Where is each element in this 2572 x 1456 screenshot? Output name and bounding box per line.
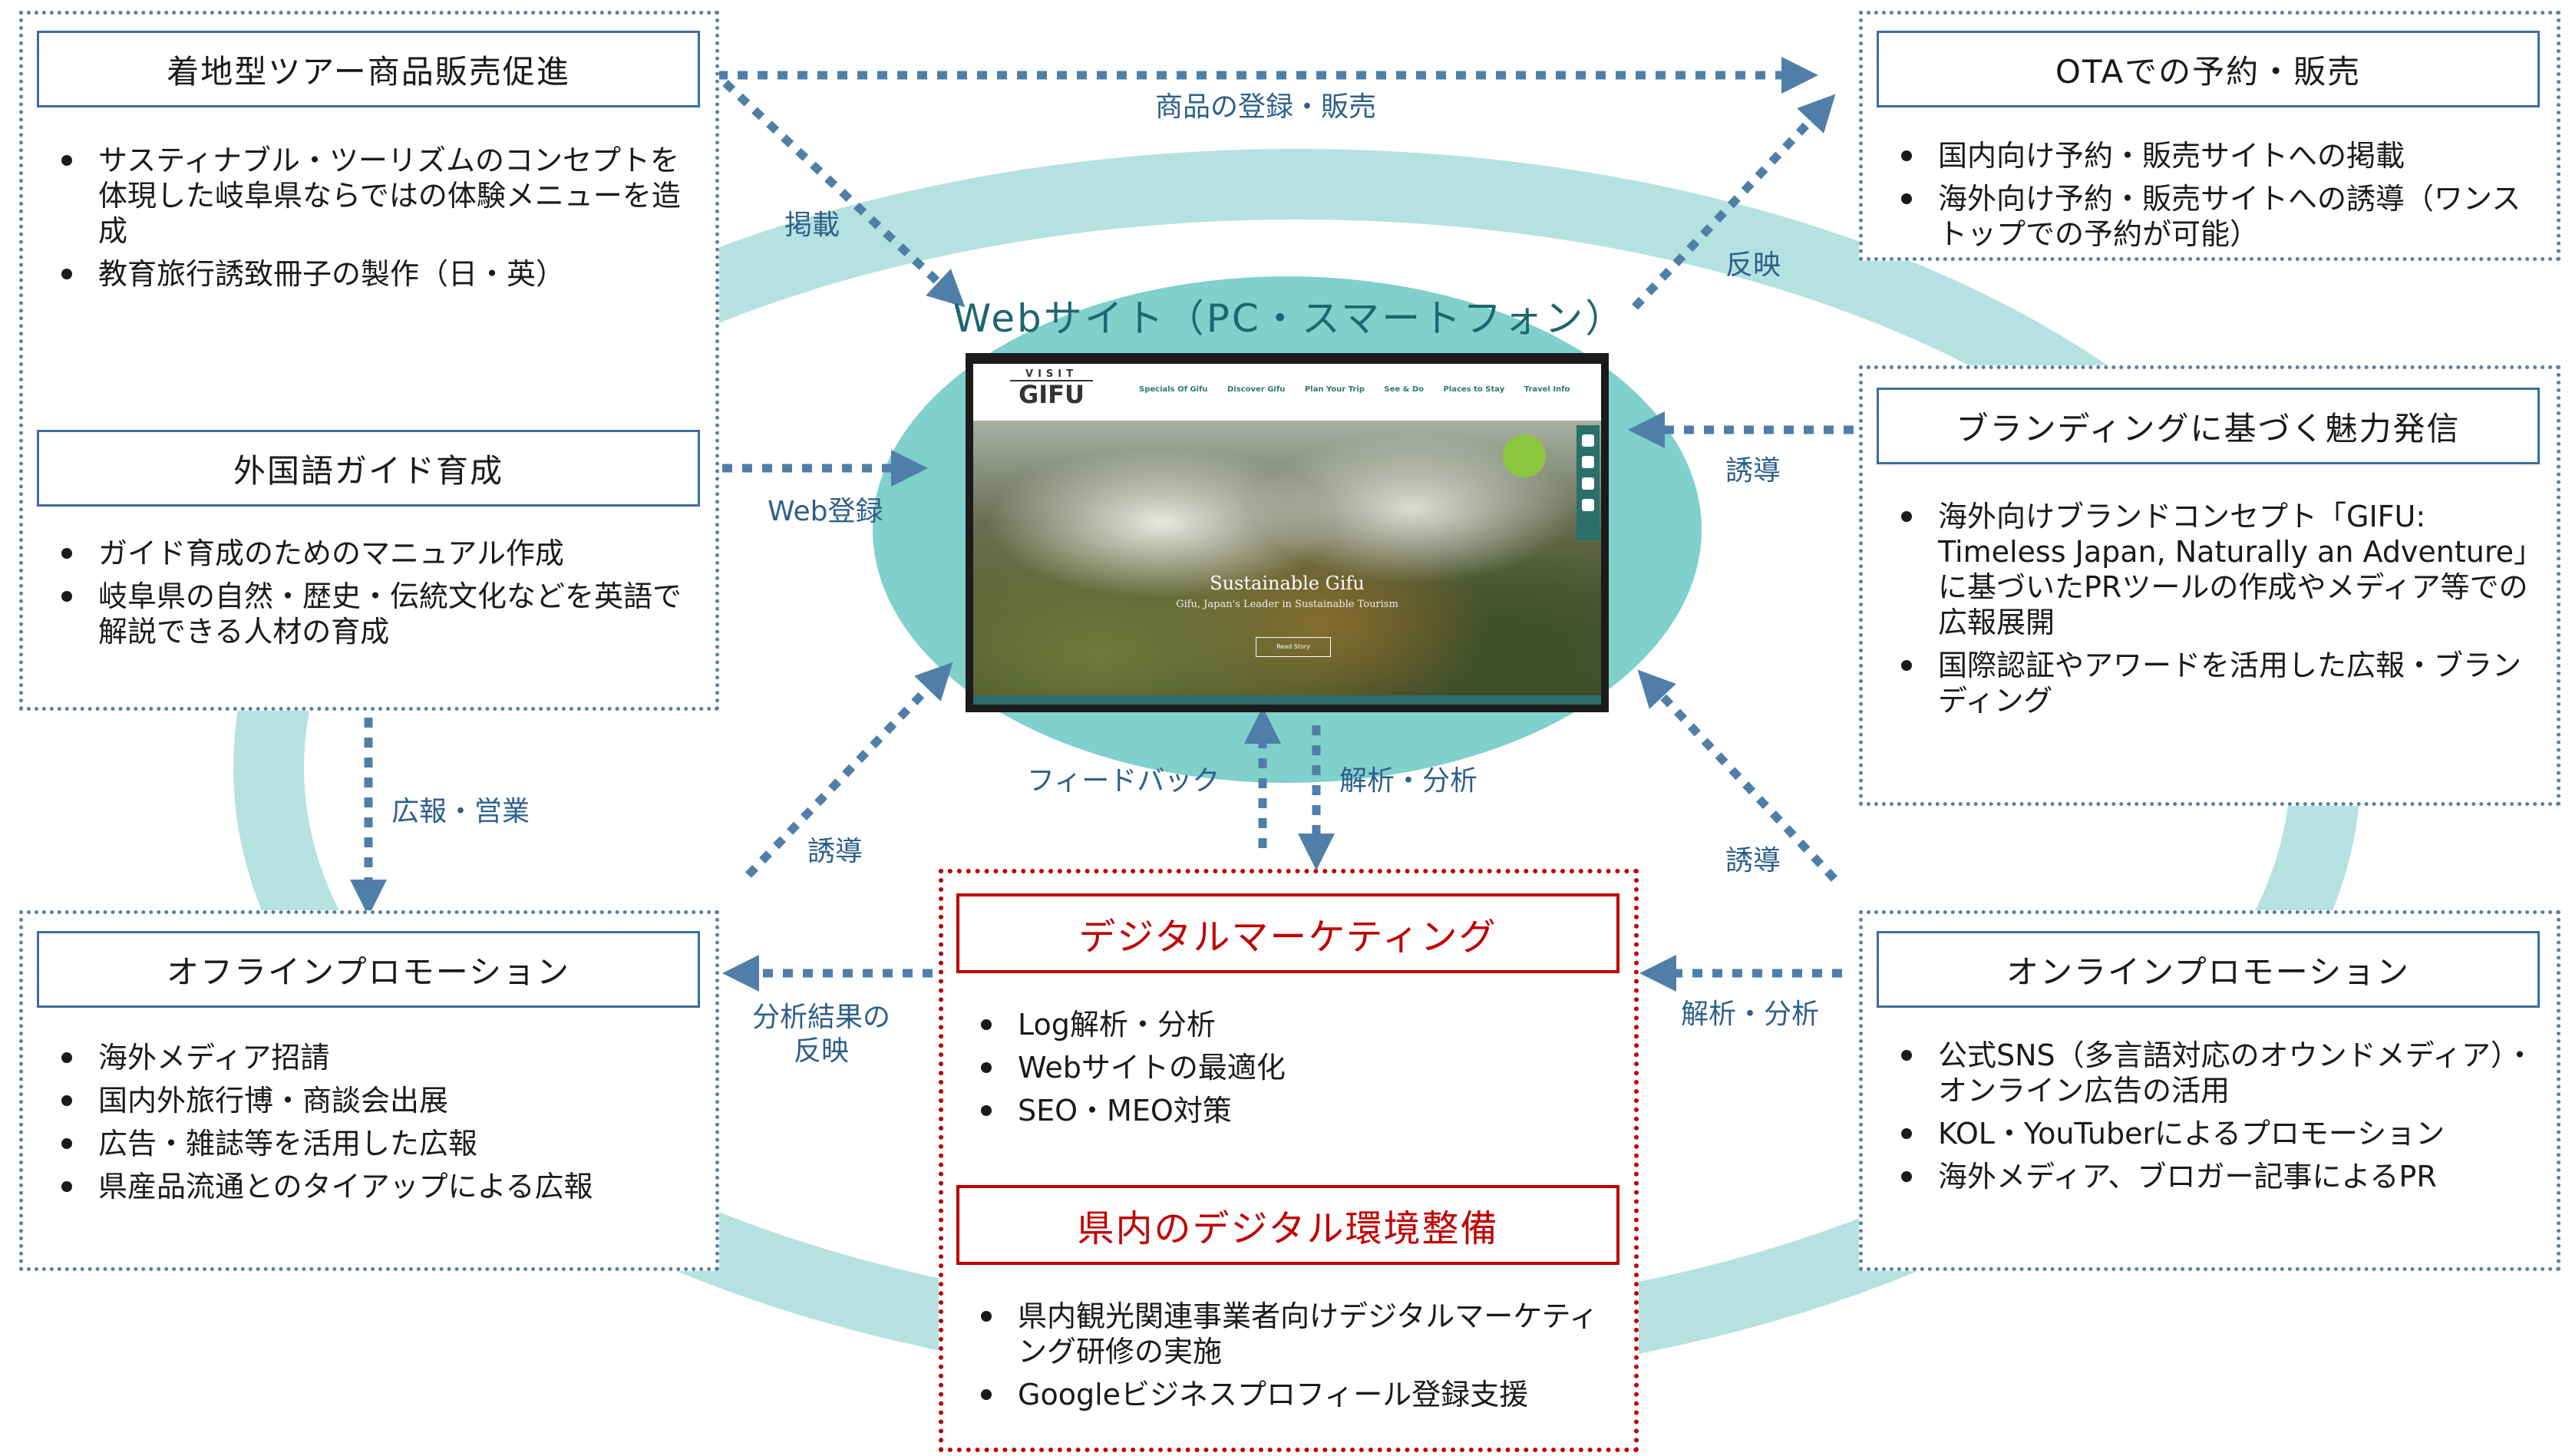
site-nav-item: Plan Your Trip — [1304, 385, 1365, 394]
label-guide-bottom-left: 誘導 — [807, 836, 863, 867]
social-icon — [1582, 434, 1594, 447]
digital-title: デジタルマーケティング — [956, 893, 1619, 973]
online-list: 公式SNS（多言語対応のオウンドメディア）・オンライン広告の活用 KOL・You… — [1877, 1038, 2540, 1202]
list-item: ガイド育成のためのマニュアル作成 — [61, 536, 700, 571]
tour-title: 着地型ツアー商品販売促進 — [37, 31, 700, 107]
list-item: 広告・雑誌等を活用した広報 — [61, 1126, 700, 1161]
site-nav-item: Discover Gifu — [1227, 385, 1286, 394]
list-item: 海外メディア、ブロガー記事によるPR — [1901, 1159, 2540, 1194]
label-analysis-center: 解析・分析 — [1339, 765, 1478, 797]
website-screenshot: VISIT GIFU Specials Of Gifu Discover Gif… — [966, 353, 1609, 712]
site-nav-item: See & Do — [1384, 385, 1425, 394]
site-hero-subtitle: Gifu, Japan's Leader in Sustainable Tour… — [1176, 599, 1398, 610]
list-item: 海外向けブランドコンセプト「GIFU: Timeless Japan, Natu… — [1901, 499, 2540, 640]
site-hero-image: Sustainable Gifu Gifu, Japan's Leader in… — [973, 421, 1601, 705]
list-item: 海外メディア招請 — [61, 1040, 700, 1075]
label-feedback: フィードバック — [1027, 765, 1220, 797]
list-item: 岐阜県の自然・歴史・伝統文化などを英語で解説できる人材の育成 — [61, 579, 700, 649]
label-register-sell: 商品の登録・販売 — [1155, 91, 1377, 123]
branding-list: 海外向けブランドコンセプト「GIFU: Timeless Japan, Natu… — [1877, 499, 2540, 726]
social-bar — [1577, 425, 1600, 540]
list-item: サスティナブル・ツーリズムのコンセプトを体現した岐阜県ならではの体験メニューを造… — [61, 143, 700, 249]
label-guide-top-right: 誘導 — [1725, 455, 1781, 487]
site-hero-title: Sustainable Gifu — [1210, 573, 1365, 594]
site-footer-bar — [973, 695, 1601, 705]
site-hero-button: Read Story — [1256, 637, 1331, 657]
tour-list: サスティナブル・ツーリズムのコンセプトを体現した岐阜県ならではの体験メニューを造… — [37, 143, 700, 299]
digital-list: Log解析・分析 Webサイトの最適化 SEO・MEO対策 — [956, 1007, 1619, 1136]
site-logo: VISIT GIFU — [1010, 368, 1093, 418]
arrow-offline-guide — [745, 662, 953, 878]
label-guide-bottom-right: 誘導 — [1725, 845, 1781, 877]
label-result-line1: 分析結果の — [752, 1002, 891, 1033]
site-nav-item: Travel Info — [1524, 385, 1570, 394]
guide-title: 外国語ガイド育成 — [37, 430, 700, 507]
label-result: 分析結果の 反映 — [752, 1001, 890, 1068]
site-logo-visit: VISIT — [1025, 368, 1078, 380]
social-icon — [1582, 456, 1594, 468]
list-item: 海外向け予約・販売サイトへの誘導（ワンストップでの予約が可能） — [1901, 181, 2540, 252]
arrow-online-guide — [1637, 669, 1838, 882]
digital-environment-list: 県内観光関連事業者向けデジタルマーケティング研修の実施 Googleビジネスプロ… — [956, 1299, 1619, 1420]
list-item: 県産品流通とのタイアップによる広報 — [61, 1169, 700, 1204]
site-logo-gifu: GIFU — [1010, 380, 1093, 408]
label-web-register: Web登録 — [768, 496, 883, 527]
list-item: SEO・MEO対策 — [981, 1093, 1619, 1128]
list-item: 教育旅行誘致冊子の製作（日・英） — [61, 256, 700, 292]
list-item: 県内観光関連事業者向けデジタルマーケティング研修の実施 — [981, 1299, 1619, 1369]
arrow-reflect — [1631, 94, 1836, 310]
ota-list: 国内向け予約・販売サイトへの掲載 海外向け予約・販売サイトへの誘導（ワンストップ… — [1877, 138, 2540, 259]
guide-list: ガイド育成のためのマニュアル作成 岐阜県の自然・歴史・伝統文化などを英語で解説で… — [37, 536, 700, 657]
list-item: Googleビジネスプロフィール登録支援 — [981, 1377, 1619, 1412]
label-result-line2: 反映 — [794, 1035, 850, 1067]
offline-list: 海外メディア招請 国内外旅行博・商談会出展 広告・雑誌等を活用した広報 県産品流… — [37, 1040, 700, 1212]
site-header: VISIT GIFU Specials Of Gifu Discover Gif… — [973, 364, 1601, 421]
list-item: KOL・YouTuberによるプロモーション — [1901, 1116, 2540, 1151]
offline-title: オフラインプロモーション — [37, 931, 700, 1008]
list-item: 公式SNS（多言語対応のオウンドメディア）・オンライン広告の活用 — [1901, 1038, 2540, 1108]
award-badge-icon — [1503, 434, 1546, 477]
social-icon — [1582, 499, 1594, 511]
site-nav-item: Places to Stay — [1443, 385, 1505, 394]
ota-title: OTAでの予約・販売 — [1877, 31, 2540, 107]
website-title: Webサイト（PC・スマートフォン） — [953, 296, 1626, 341]
label-reflect: 反映 — [1725, 249, 1781, 281]
site-nav: Specials Of Gifu Discover Gifu Plan Your… — [1139, 385, 1586, 394]
label-analysis-right: 解析・分析 — [1681, 999, 1820, 1030]
branding-title: ブランディングに基づく魅力発信 — [1877, 388, 2540, 464]
panel-tour-guide — [19, 11, 719, 711]
site-nav-item: Specials Of Gifu — [1139, 385, 1208, 394]
list-item: Webサイトの最適化 — [981, 1050, 1619, 1085]
list-item: 国内外旅行博・商談会出展 — [61, 1083, 700, 1118]
social-icon — [1582, 477, 1594, 490]
online-title: オンラインプロモーション — [1877, 931, 2540, 1008]
label-post: 掲載 — [784, 210, 840, 241]
digital-environment-title: 県内のデジタル環境整備 — [956, 1185, 1619, 1265]
list-item: Log解析・分析 — [981, 1007, 1619, 1042]
list-item: 国内向け予約・販売サイトへの掲載 — [1901, 138, 2540, 173]
list-item: 国際認証やアワードを活用した広報・ブランディング — [1901, 648, 2540, 718]
label-pr-sales: 広報・営業 — [391, 796, 530, 827]
